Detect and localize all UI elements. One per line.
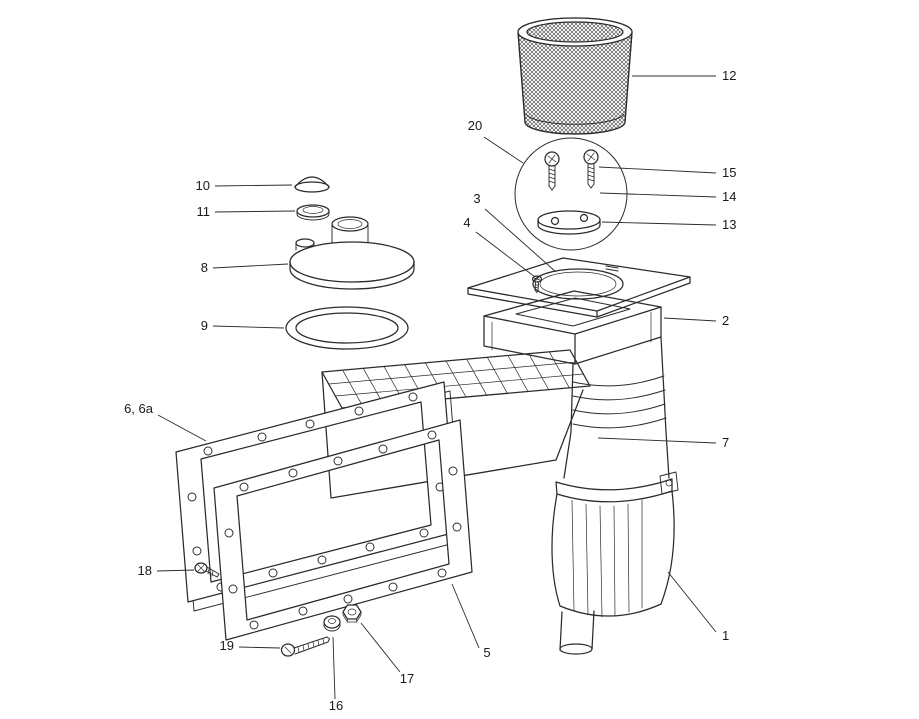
leader-line-13 (601, 221, 717, 226)
screw-short-icon (194, 562, 220, 578)
part-label-10: 10 (196, 178, 210, 193)
faceplate-frame (213, 419, 473, 641)
screw-icon (544, 151, 560, 191)
small-ring (296, 204, 330, 221)
part-label-17: 17 (400, 671, 414, 686)
leader-line-10 (214, 184, 293, 187)
leader-line-6-6a (157, 414, 207, 442)
leader-line-8 (212, 263, 289, 269)
leader-line-18 (156, 569, 195, 572)
leader-line-17 (360, 622, 401, 673)
part-label-9: 9 (201, 318, 208, 333)
leader-line-2 (663, 317, 717, 322)
part-label-15: 15 (722, 165, 736, 180)
faceplate-bolt-holes (224, 430, 462, 630)
part-label-16: 16 (329, 698, 343, 713)
dome-cap (294, 176, 330, 193)
part-label-7: 7 (722, 435, 729, 450)
part-label-12: 12 (722, 68, 736, 83)
part-label-6-6a: 6, 6a (124, 401, 154, 416)
screw-long-icon (280, 636, 330, 657)
collar-plate (537, 210, 601, 235)
skimmer-body (321, 336, 679, 655)
leader-line-19 (238, 646, 281, 649)
screw-icon (583, 149, 599, 189)
nut-icon (342, 604, 362, 623)
part-label-11: 11 (197, 204, 211, 219)
part-label-2: 2 (722, 313, 729, 328)
part-label-5: 5 (483, 645, 490, 660)
part-label-18: 18 (138, 563, 152, 578)
part-label-8: 8 (201, 260, 208, 275)
lid-screw-icon (531, 275, 543, 293)
leader-line-3 (484, 208, 557, 273)
leader-line-14 (599, 192, 717, 198)
leader-line-20 (483, 136, 524, 164)
vacuum-plate (289, 216, 415, 290)
washer-icon (323, 615, 341, 632)
part-label-14: 14 (722, 189, 736, 204)
leader-line-11 (214, 210, 296, 213)
leader-line-4 (475, 231, 536, 278)
part-label-3: 3 (473, 191, 480, 206)
part-label-20: 20 (468, 118, 482, 133)
leader-line-15 (598, 166, 717, 174)
hardware-detail-circle (514, 137, 628, 251)
part-label-19: 19 (220, 638, 234, 653)
leader-line-1 (667, 571, 717, 633)
o-ring (285, 306, 409, 350)
leader-line-7 (597, 437, 717, 444)
part-label-4: 4 (463, 215, 470, 230)
leader-line-9 (212, 325, 285, 329)
part-label-13: 13 (722, 217, 736, 232)
leader-line-16 (332, 636, 336, 700)
strainer-basket (517, 17, 633, 135)
part-label-1: 1 (722, 628, 729, 643)
leader-line-5 (451, 583, 480, 649)
